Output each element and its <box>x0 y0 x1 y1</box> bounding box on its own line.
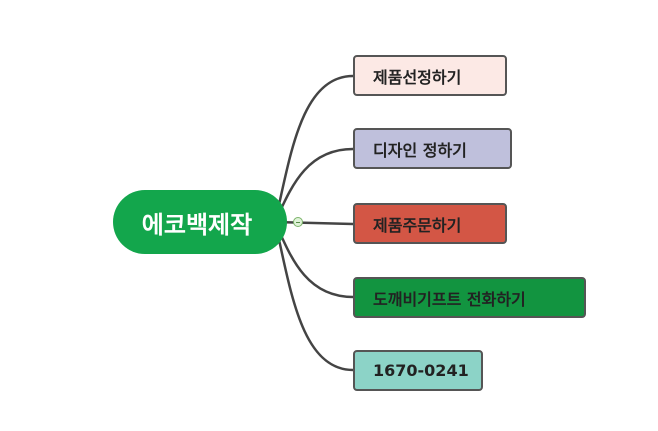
branch-node-label: 디자인 정하기 <box>373 140 467 160</box>
connector-line-3 <box>273 220 355 299</box>
root-node[interactable]: 에코백제작 <box>113 190 287 254</box>
root-node-label: 에코백제작 <box>141 210 253 239</box>
branch-node-product-selection[interactable]: 제품선정하기 <box>353 55 507 96</box>
collapse-toggle-icon[interactable] <box>293 217 303 227</box>
connector-line-1 <box>273 147 355 224</box>
branch-node-label: 도깨비기프트 전화하기 <box>373 289 526 309</box>
connector-line-0 <box>273 74 355 224</box>
connector-line-2 <box>273 220 355 226</box>
branch-node-phone-number[interactable]: 1670-0241 <box>353 350 483 391</box>
branch-node-label: 1670-0241 <box>373 361 469 380</box>
branch-node-design[interactable]: 디자인 정하기 <box>353 128 512 169</box>
branch-node-call[interactable]: 도깨비기프트 전화하기 <box>353 277 586 318</box>
branch-node-order[interactable]: 제품주문하기 <box>353 203 507 244</box>
branch-node-label: 제품선정하기 <box>373 67 462 87</box>
branch-node-label: 제품주문하기 <box>373 215 462 235</box>
connector-line-4 <box>273 220 355 372</box>
